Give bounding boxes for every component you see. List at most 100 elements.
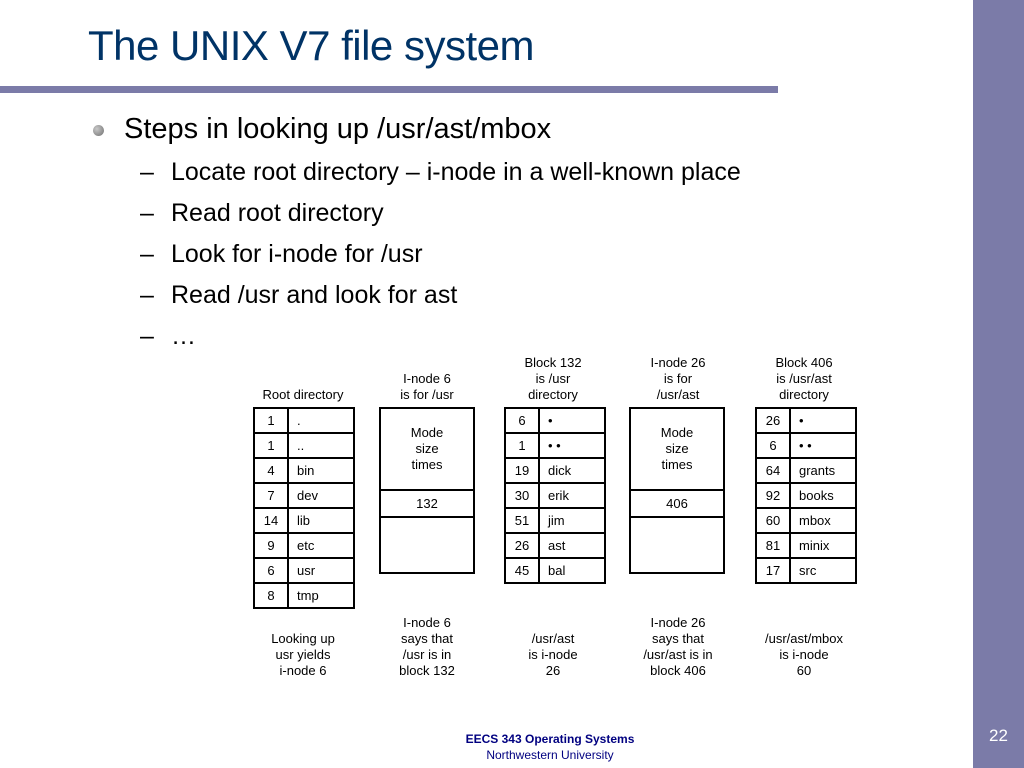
header-line: I-node 26 [650,355,706,370]
inode-number: 81 [755,532,791,559]
caption-line: I-node 26 [650,615,706,630]
entry-name: dev [287,482,355,509]
header-line: directory [528,387,578,402]
entry-name: bal [538,557,606,584]
caption-line: usr yields [275,647,331,662]
caption-line: /usr is in [402,647,452,662]
right-accent-bar [973,0,1024,768]
dash-icon: – [140,322,154,350]
entry-name: lib [287,507,355,534]
table-row: 1. [253,407,355,434]
inode-number: 14 [253,507,289,534]
inode-number: 1 [253,432,289,459]
slide-footer: EECS 343 Operating Systems Northwestern … [440,731,660,763]
caption-line: /usr/ast is in [643,647,713,662]
inode-number: 17 [755,557,791,584]
dash-icon: – [140,158,154,186]
inode-empty-slot [381,518,473,572]
inode-number: 92 [755,482,791,509]
bullet-dot-icon [93,125,104,136]
entry-name: grants [789,457,857,484]
caption-line: block 406 [650,663,706,678]
root-directory-header: Root directory [243,387,363,403]
dash-icon: – [140,199,154,227]
inode-number: 19 [504,457,540,484]
header-line: I-node 6 [403,371,451,386]
header-line: is for [663,371,693,386]
caption-line: i-node 6 [279,663,327,678]
inode-number: 30 [504,482,540,509]
sub-bullet-text: Read root directory [171,199,384,227]
table-row: 26• [755,407,857,434]
attribute-line: size [415,441,439,456]
entry-name: . [287,407,355,434]
inode-number: 51 [504,507,540,534]
entry-name: jim [538,507,606,534]
table-row: 1.. [253,432,355,459]
main-bullet-text: Steps in looking up /usr/ast/mbox [124,113,552,145]
caption-line: Looking up [271,631,335,646]
footer-institution: Northwestern University [486,748,614,762]
dash-icon: – [140,281,154,309]
attribute-line: Mode [660,425,694,440]
title-underline [0,86,778,93]
inode-number: 64 [755,457,791,484]
block132-header: Block 132 is /usr directory [493,355,613,403]
inode-number: 6 [755,432,791,459]
header-line: Root directory [262,387,344,402]
inode-number: 60 [755,507,791,534]
header-line: is /usr [535,371,571,386]
caption-line: is i-node [528,647,578,662]
entry-name: tmp [287,582,355,609]
inode-number: 6 [504,407,540,434]
dash-icon: – [140,240,154,268]
header-line: /usr/ast [656,387,700,402]
inode-number: 8 [253,582,289,609]
entry-name: • • [538,432,606,459]
inode-number: 4 [253,457,289,484]
caption-line: says that [651,631,705,646]
inode6-box: Mode size times 132 [379,407,475,574]
entry-name: books [789,482,857,509]
inode26-caption: I-node 26 says that /usr/ast is in block… [618,615,738,679]
sub-bullet-text: … [171,322,196,350]
entry-name: etc [287,532,355,559]
attribute-line: times [411,457,443,472]
caption-line: /usr/ast/mbox [764,631,844,646]
header-line: is for /usr [400,387,454,402]
sub-bullet: – Read /usr and look for ast [140,281,457,310]
entry-name: bin [287,457,355,484]
block406-header: Block 406 is /usr/ast directory [744,355,864,403]
caption-line: /usr/ast [531,631,575,646]
block132-caption: /usr/ast is i-node 26 [493,631,613,679]
attribute-line: Mode [410,425,444,440]
inode-block-address: 406 [631,491,723,518]
root-directory-caption: Looking up usr yields i-node 6 [243,631,363,679]
entry-name: src [789,557,857,584]
inode-number: 45 [504,557,540,584]
caption-line: says that [400,631,454,646]
sub-bullet-text: Look for i-node for /usr [171,240,423,268]
sub-bullet: – … [140,322,196,351]
caption-line: is i-node [779,647,829,662]
inode-number: 6 [253,557,289,584]
inode-number: 26 [755,407,791,434]
caption-line: 60 [796,663,812,678]
sub-bullet: – Read root directory [140,199,384,228]
block406-caption: /usr/ast/mbox is i-node 60 [744,631,864,679]
inode-empty-slot [631,518,723,572]
